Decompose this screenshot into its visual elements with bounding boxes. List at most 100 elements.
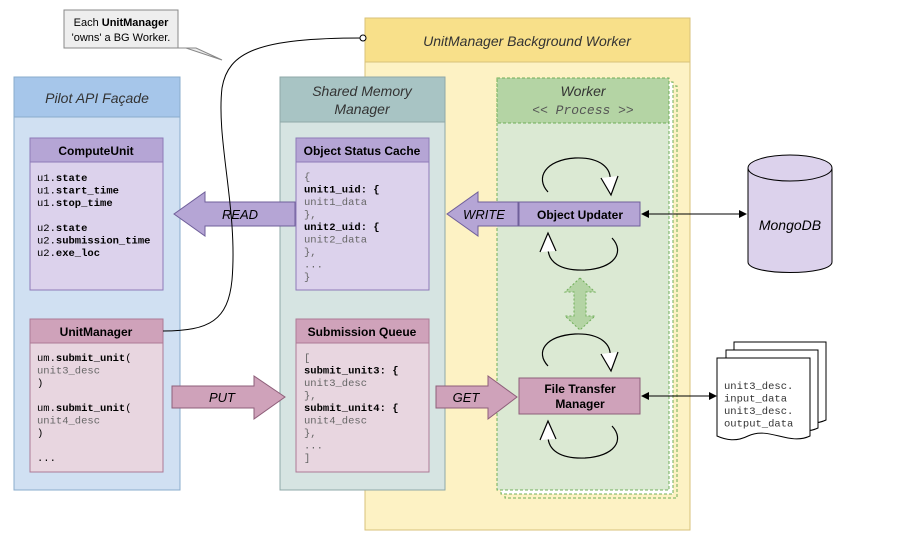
- unit-manager-line: unit3_desc: [37, 366, 100, 378]
- status-cache-line: unit1_uid: {: [304, 185, 380, 197]
- ownership-connector: [162, 37, 363, 332]
- code-token: u1.: [37, 173, 56, 185]
- files-text: unit3_desc.input_dataunit3_desc.output_d…: [724, 381, 793, 431]
- submission-queue-title: Submission Queue: [308, 325, 417, 339]
- unit-manager-box: UnitManager um.submit_unit( unit3_desc)u…: [29, 318, 164, 473]
- mongodb-database-icon: MongoDB: [747, 154, 833, 273]
- unit-manager-title: UnitManager: [60, 325, 133, 339]
- code-token: submit_unit: [56, 353, 125, 365]
- code-token: state: [56, 173, 88, 185]
- shared-memory-title-line2: Manager: [334, 101, 391, 117]
- object-updater-box: Object Updater: [518, 201, 641, 227]
- submission-queue-line: unit4_desc: [304, 416, 367, 428]
- worker-title: Worker: [560, 83, 606, 99]
- bg-worker-title: UnitManager Background Worker: [423, 33, 632, 49]
- submission-queue-line: submit_unit4: {: [304, 403, 399, 415]
- updater-loop-bottom-icon: [539, 231, 619, 271]
- code-token: exe_loc: [56, 248, 100, 260]
- callout: Each UnitManager 'owns' a BG Worker.: [63, 9, 223, 61]
- code-token: unit4_desc: [37, 416, 100, 428]
- read-arrow: READ: [173, 191, 296, 237]
- write-label: WRITE: [463, 207, 505, 222]
- code-token: ): [37, 428, 43, 440]
- code-token: um.: [37, 403, 56, 415]
- code-token: stop_time: [56, 198, 113, 210]
- submission-queue-line: ]: [304, 453, 310, 465]
- status-cache-line: },: [304, 210, 317, 222]
- worker-subtitle: << Process >>: [532, 103, 634, 118]
- submission-queue-line: ...: [304, 441, 323, 453]
- status-cache-line: ...: [304, 260, 323, 272]
- get-label: GET: [453, 390, 481, 405]
- file-transfer-line2: Manager: [555, 397, 605, 411]
- compute-unit-line: u1.state: [37, 173, 87, 185]
- code-token: u2.: [37, 223, 56, 235]
- read-label: READ: [222, 207, 258, 222]
- compute-unit-line: u1.stop_time: [37, 198, 113, 210]
- code-token: ): [37, 378, 43, 390]
- status-cache-title: Object Status Cache: [304, 144, 421, 158]
- callout-line1: Each UnitManager: [74, 17, 169, 29]
- sync-double-arrow-icon: [563, 277, 597, 331]
- code-token: state: [56, 223, 88, 235]
- compute-unit-title: ComputeUnit: [58, 144, 133, 158]
- code-token: ...: [37, 453, 56, 465]
- object-updater-title: Object Updater: [537, 208, 623, 222]
- get-arrow: GET: [435, 375, 518, 421]
- files-stack-icon: unit3_desc.input_dataunit3_desc.output_d…: [716, 341, 827, 441]
- code-token: submission_time: [56, 236, 151, 248]
- submission-queue-line: },: [304, 428, 317, 440]
- compute-unit-box: ComputeUnit u1.stateu1.start_timeu1.stop…: [29, 137, 164, 291]
- updater-loop-top-icon: [541, 157, 619, 197]
- callout-line1-prefix: Each: [74, 17, 102, 29]
- submission-queue-line: },: [304, 391, 317, 403]
- file-line: unit3_desc.: [724, 406, 793, 418]
- status-cache-box: Object Status Cache { unit1_uid: { unit1…: [295, 137, 430, 291]
- unit-manager-line: um.submit_unit(: [37, 353, 132, 365]
- code-token: (: [125, 353, 131, 365]
- compute-unit-line: u2.submission_time: [37, 236, 150, 248]
- file-line: unit3_desc.: [724, 381, 793, 393]
- status-cache-line: },: [304, 247, 317, 259]
- submission-queue-line: submit_unit3: {: [304, 366, 399, 378]
- unit-manager-code: um.submit_unit( unit3_desc)um.submit_uni…: [37, 353, 132, 465]
- file-line: input_data: [724, 394, 787, 406]
- code-token: u2.: [37, 236, 56, 248]
- transfer-loop-bottom-icon: [539, 419, 619, 459]
- status-cache-line: unit2_data: [304, 235, 367, 247]
- submission-queue-line: [: [304, 353, 310, 365]
- compute-unit-code: u1.stateu1.start_timeu1.stop_timeu2.stat…: [37, 173, 150, 260]
- code-token: (: [125, 403, 131, 415]
- code-token: u2.: [37, 248, 56, 260]
- code-token: submit_unit: [56, 403, 125, 415]
- ownership-connector-end: [359, 34, 367, 42]
- file-transfer-line1: File Transfer: [544, 382, 616, 396]
- compute-unit-line: u2.exe_loc: [37, 248, 100, 260]
- status-cache-line: }: [304, 272, 310, 284]
- shared-memory-title-line1: Shared Memory: [312, 83, 413, 99]
- code-token: um.: [37, 353, 56, 365]
- submission-queue-line: unit3_desc: [304, 378, 367, 390]
- status-cache-line: unit1_data: [304, 197, 367, 209]
- compute-unit-line: u2.state: [37, 223, 87, 235]
- compute-unit-line: u1.start_time: [37, 186, 119, 198]
- file-line: output_data: [724, 419, 793, 431]
- write-arrow: WRITE: [446, 191, 519, 237]
- put-label: PUT: [209, 390, 236, 405]
- submission-queue-box: Submission Queue [ submit_unit3: { unit3…: [295, 318, 430, 473]
- submission-queue-code: [ submit_unit3: { unit3_desc }, submit_u…: [304, 353, 399, 465]
- code-token: unit3_desc: [37, 366, 100, 378]
- unit-manager-line: ...: [37, 453, 56, 465]
- code-token: u1.: [37, 186, 56, 198]
- unit-manager-line: unit4_desc: [37, 416, 100, 428]
- unit-manager-line: ): [37, 378, 43, 390]
- unit-manager-line: ): [37, 428, 43, 440]
- status-cache-line: unit2_uid: {: [304, 222, 380, 234]
- status-cache-line: {: [304, 172, 310, 184]
- code-token: start_time: [56, 186, 119, 198]
- file-transfer-box: File Transfer Manager: [518, 377, 641, 415]
- pilot-api-title: Pilot API Façade: [45, 90, 149, 106]
- mongodb-label: MongoDB: [759, 217, 821, 233]
- put-arrow: PUT: [171, 375, 286, 420]
